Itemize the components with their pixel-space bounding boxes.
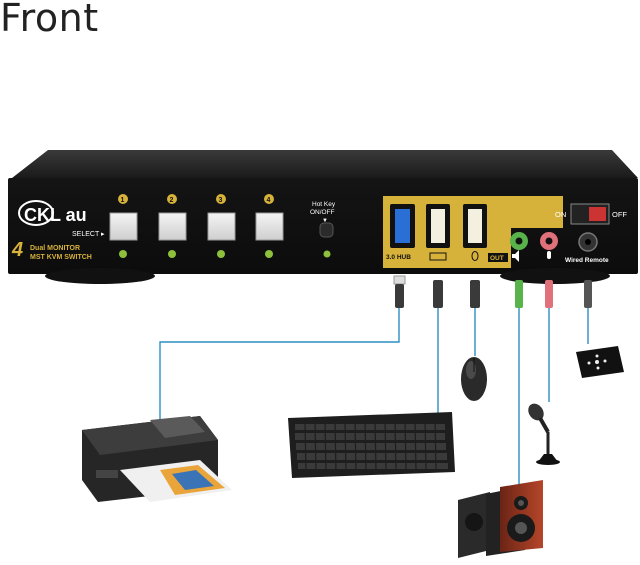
microphone [528,403,560,465]
printer-cable [159,308,400,420]
port-4-button[interactable] [255,212,284,241]
brand-text: CKL au [24,205,87,225]
brand-logo: CKL au [18,200,87,226]
model-line-1: Dual MONITOR [30,245,80,252]
hotkey-led [323,250,331,258]
port-1[interactable]: 1 [109,194,138,258]
io-panel: 3.0 HUB OUT [383,196,563,268]
model-label: 4 Dual MONITOR MST KVM SWITCH [11,239,92,261]
switch-foot-left [45,268,155,284]
wired-remote-label: Wired Remote [565,257,609,264]
port-1-number: 1 [121,197,125,204]
port-3-led [217,250,225,258]
port-4-number: 4 [267,197,271,204]
hotkey-button[interactable] [319,222,334,238]
mouse-icon [471,251,479,261]
power-on-label: ON [555,210,566,219]
power-off-label: OFF [612,210,627,219]
port-1-led [119,250,127,258]
usb-hub-label: 3.0 HUB [386,254,411,261]
hotkey-label-1: Hot Key [312,201,336,208]
port-2-led [168,250,176,258]
power-switch-rocker [589,207,606,221]
port-button-group: 1 2 3 4 [109,194,284,258]
switch-foot-right [500,268,610,284]
port-3[interactable]: 3 [207,194,236,258]
port-2-button[interactable] [158,212,187,241]
port-4[interactable]: 4 [255,194,284,258]
hotkey: Hot Key ON/OFF ▼ [310,201,336,258]
wired-remote [576,346,624,378]
port-2[interactable]: 2 [158,194,187,258]
model-line-2: MST KVM SWITCH [30,254,92,261]
port-1-button[interactable] [109,212,138,241]
mic-icon [547,251,551,259]
audio-out-label: OUT [490,255,504,262]
page-title: Front [0,0,99,40]
speaker-icon [512,250,519,262]
hotkey-arrow-icon: ▼ [322,218,328,224]
select-label: SELECT ▸ [72,231,105,238]
printer [82,416,232,502]
port-3-button[interactable] [207,212,236,241]
port-2-number: 2 [170,197,174,204]
port-4-led [265,250,273,258]
port-3-number: 3 [219,197,223,204]
speakers [458,480,543,558]
svg-text:4: 4 [11,239,23,261]
hotkey-label-2: ON/OFF [310,209,335,216]
switch-top [12,150,638,178]
keyboard-icon [429,252,447,261]
mouse [461,357,487,401]
cables [159,275,592,485]
keyboard [288,412,455,478]
audio-jacks [510,232,558,262]
power-switch-area: ON OFF Wired Remote [555,203,627,264]
